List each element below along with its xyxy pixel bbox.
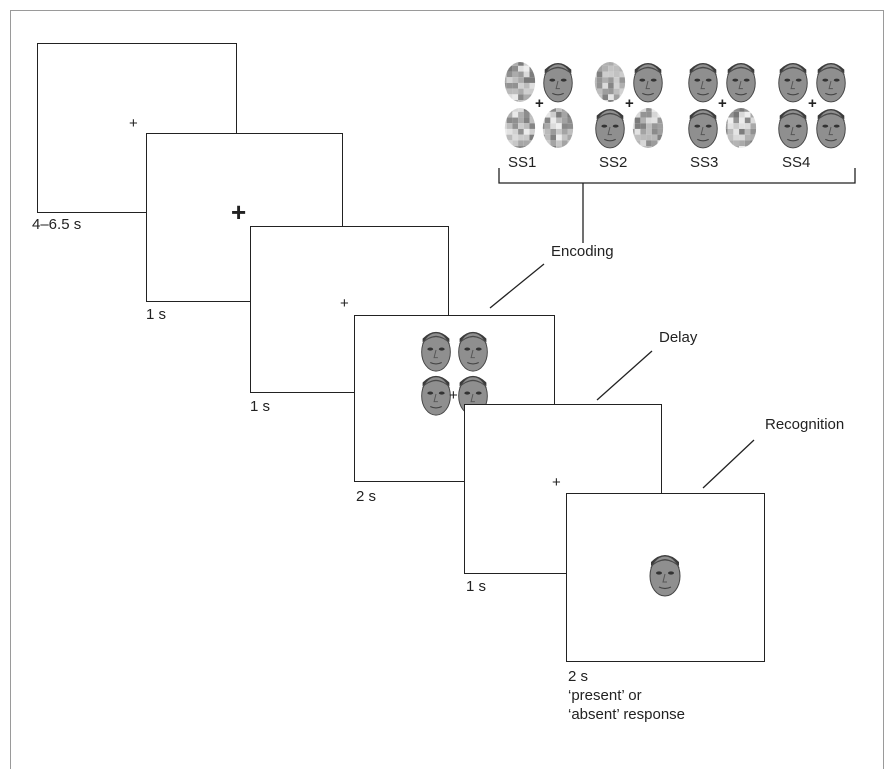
face-image: [774, 106, 812, 155]
face-image: [539, 60, 577, 109]
screen-recognition: [566, 493, 765, 662]
fixation-cross: +: [808, 95, 817, 112]
face-image: [684, 106, 722, 155]
set-size-label-ss2: SS2: [599, 154, 628, 171]
face-image: [774, 60, 812, 109]
fixation-cross: +: [535, 95, 544, 112]
face-image: [416, 373, 456, 417]
figure-frame: [10, 10, 884, 769]
fixation-cross: +: [625, 95, 634, 112]
set-size-bracket: [498, 168, 856, 184]
duration-label-3: 1 s: [250, 398, 271, 415]
fixation-cross: +: [552, 474, 561, 491]
set-size-label-ss1: SS1: [508, 154, 537, 171]
duration-label-2: 1 s: [146, 306, 167, 323]
set-size-label-ss4: SS4: [782, 154, 811, 171]
face-image: [812, 60, 850, 109]
fixation-cross: +: [340, 295, 349, 312]
recognition-pointer: [702, 439, 755, 489]
scrambled-face-image: [591, 60, 629, 109]
face-image: [629, 60, 667, 109]
duration-label-1: 4–6.5 s: [32, 216, 82, 233]
fixation-cross: +: [718, 95, 727, 112]
fixation-cross: +: [129, 115, 138, 132]
phase-label-delay: Delay: [659, 329, 698, 346]
face-image: [453, 329, 493, 373]
response-line-2: ‘absent’ response: [568, 706, 686, 723]
scrambled-face-image: [501, 60, 539, 109]
phase-label-encoding: Encoding: [551, 243, 614, 260]
scrambled-face-image: [629, 106, 667, 155]
scrambled-face-image: [501, 106, 539, 155]
duration-label-5: 1 s: [466, 578, 487, 595]
set-size-example-ss4: +: [774, 60, 850, 152]
response-line-1: ‘present’ or: [568, 687, 642, 704]
face-image: [684, 60, 722, 109]
face-image: [416, 329, 456, 373]
face-image: [591, 106, 629, 155]
scrambled-face-image: [539, 106, 577, 155]
duration-label-6: 2 s: [568, 668, 589, 685]
phase-label-recognition: Recognition: [765, 416, 845, 433]
probe-face-image: [645, 552, 685, 598]
scrambled-face-image: [722, 106, 760, 155]
fixation-cross-bold: +: [231, 197, 247, 227]
set-size-example-ss1: +: [501, 60, 577, 152]
face-image: [722, 60, 760, 109]
set-size-example-ss2: +: [591, 60, 667, 152]
delay-pointer: [596, 350, 653, 401]
set-size-example-ss3: +: [684, 60, 760, 152]
encoding-pointer: [489, 263, 545, 309]
face-image: [812, 106, 850, 155]
duration-label-4: 2 s: [356, 488, 377, 505]
fixation-cross: +: [449, 387, 458, 404]
set-size-label-ss3: SS3: [690, 154, 719, 171]
